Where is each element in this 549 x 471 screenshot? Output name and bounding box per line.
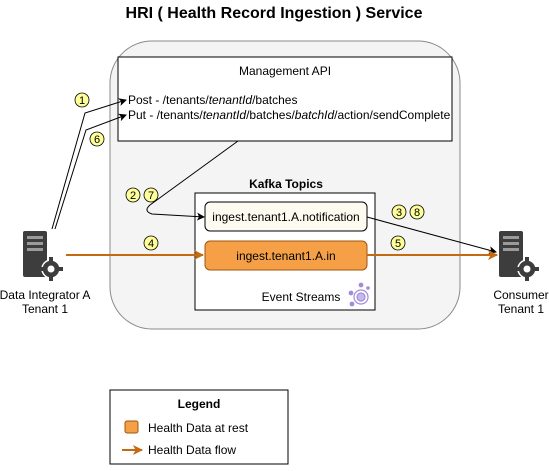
step-badge-4: 4	[143, 235, 159, 251]
svg-text:7: 7	[148, 190, 154, 202]
consumer-label: Consumer	[493, 288, 548, 302]
step-badge-3: 3	[391, 204, 407, 220]
step-badge-8: 8	[409, 204, 425, 220]
svg-text:5: 5	[395, 238, 401, 250]
legend-at-rest-swatch	[124, 420, 139, 434]
data-integrator-label: Data Integrator A	[0, 288, 90, 302]
management-api-box	[117, 56, 453, 142]
step-badge-1: 1	[74, 92, 90, 108]
notification-topic-box	[204, 201, 368, 232]
svg-text:1: 1	[79, 95, 85, 107]
svg-text:2: 2	[130, 190, 136, 202]
diagram-title: HRI ( Health Record Ingestion ) Service	[126, 5, 423, 22]
consumer-server-icon	[498, 230, 540, 282]
send-complete-arrow	[54, 113, 127, 230]
step-badge-6: 6	[89, 131, 105, 147]
data-integrator-server-icon	[22, 230, 64, 282]
notification-publish-arrow	[146, 140, 239, 221]
svg-text:6: 6	[94, 134, 100, 146]
notification-consume-arrow	[366, 216, 497, 255]
step-badge-5: 5	[390, 235, 406, 251]
data-topic-label: ingest.tenant1.A.in	[236, 249, 335, 263]
step-badge-7: 7	[143, 187, 159, 203]
post-batch-arrow	[51, 98, 127, 230]
put-endpoint-text: Put - /tenants/tenantId/batches/batchId/…	[128, 108, 451, 122]
step-badge-2: 2	[125, 187, 141, 203]
svg-text:3: 3	[396, 207, 402, 219]
kafka-topics-label: Kafka Topics	[249, 177, 323, 191]
post-endpoint-text: Post - /tenants/tenantId/batches	[128, 93, 297, 107]
legend-title: Legend	[178, 397, 221, 411]
legend-at-rest-label: Health Data at rest	[148, 421, 249, 435]
event-streams-icon	[348, 282, 370, 307]
legend-flow-label: Health Data flow	[148, 443, 236, 457]
svg-text:8: 8	[414, 207, 420, 219]
consumer-tenant-label: Tenant 1	[498, 302, 544, 316]
svg-text:4: 4	[148, 238, 154, 250]
notification-topic-label: ingest.tenant1.A.notification	[212, 210, 359, 224]
event-streams-label: Event Streams	[262, 290, 341, 304]
management-api-label: Management API	[239, 64, 331, 78]
data-integrator-tenant-label: Tenant 1	[22, 302, 68, 316]
